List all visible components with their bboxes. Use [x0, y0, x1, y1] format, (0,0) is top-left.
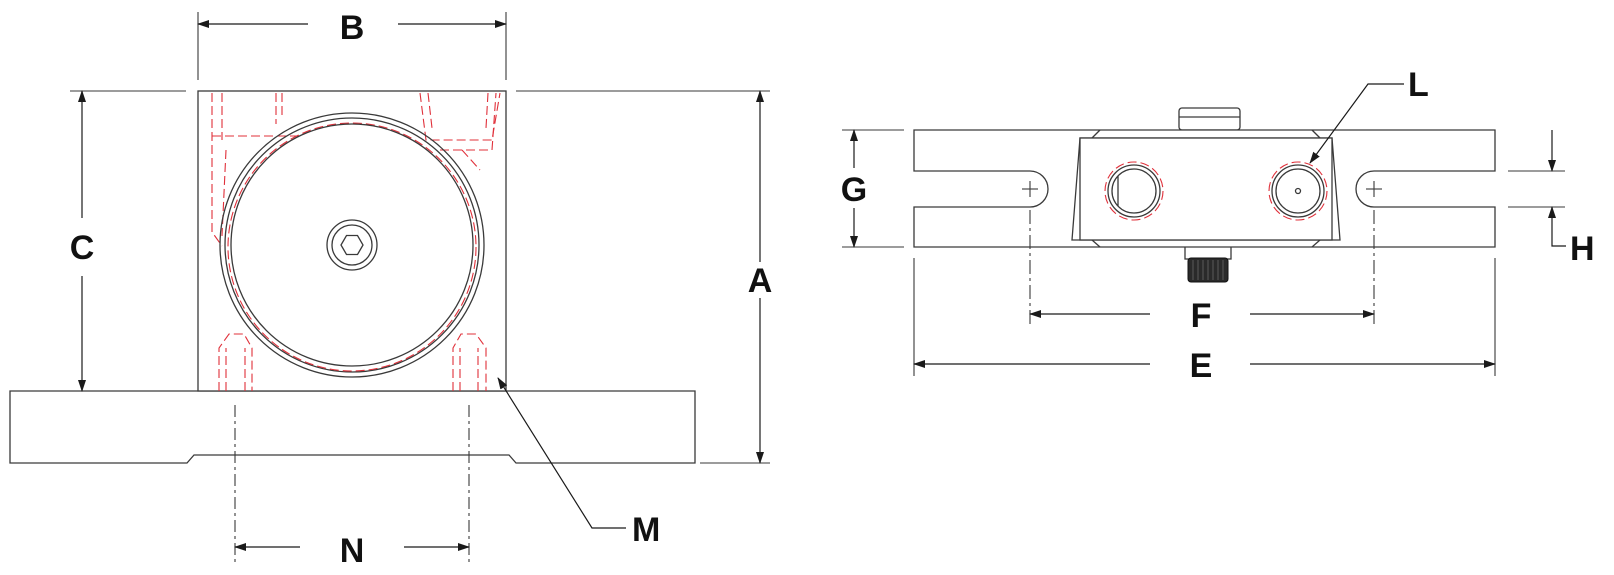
hub-inner: [331, 224, 373, 266]
wheel-outer: [219, 112, 485, 378]
housing-block: [197, 90, 507, 392]
hidden-lines-front: [211, 92, 501, 391]
label-h: H: [1570, 230, 1595, 268]
label-f: F: [1191, 297, 1212, 335]
dimension-c: C: [70, 90, 186, 392]
base-plate: [9, 390, 696, 464]
label-g: G: [841, 171, 867, 209]
slot-centers: [1022, 181, 1382, 197]
label-e: E: [1190, 347, 1213, 385]
leader-m: M: [497, 377, 660, 549]
top-view: G H F E L: [841, 66, 1595, 385]
label-c: C: [70, 229, 95, 267]
label-m: M: [632, 511, 660, 549]
wheel-rim: [224, 117, 480, 373]
dimension-n: N: [234, 405, 470, 570]
left-port: [1104, 161, 1164, 221]
label-b: B: [340, 9, 365, 47]
dimension-g: G: [841, 129, 904, 248]
leader-l: L: [1309, 66, 1429, 164]
dimension-b: B: [197, 9, 507, 80]
label-a: A: [748, 262, 773, 300]
label-n: N: [340, 532, 365, 570]
hub-outer: [326, 219, 378, 271]
dimension-f: F: [1029, 210, 1375, 335]
right-port: [1268, 161, 1328, 221]
label-l: L: [1408, 66, 1429, 104]
dimension-h: H: [1508, 130, 1595, 268]
wheel-hidden-ring: [227, 122, 477, 372]
dimension-a: A: [516, 90, 773, 464]
front-view: B C A N M: [9, 9, 773, 570]
dimension-e: E: [913, 258, 1496, 385]
center-housing-face: [1079, 137, 1333, 241]
wheel-face: [230, 123, 474, 367]
hex-bolt-icon: [340, 234, 364, 256]
top-bolt-head: [1178, 107, 1241, 131]
